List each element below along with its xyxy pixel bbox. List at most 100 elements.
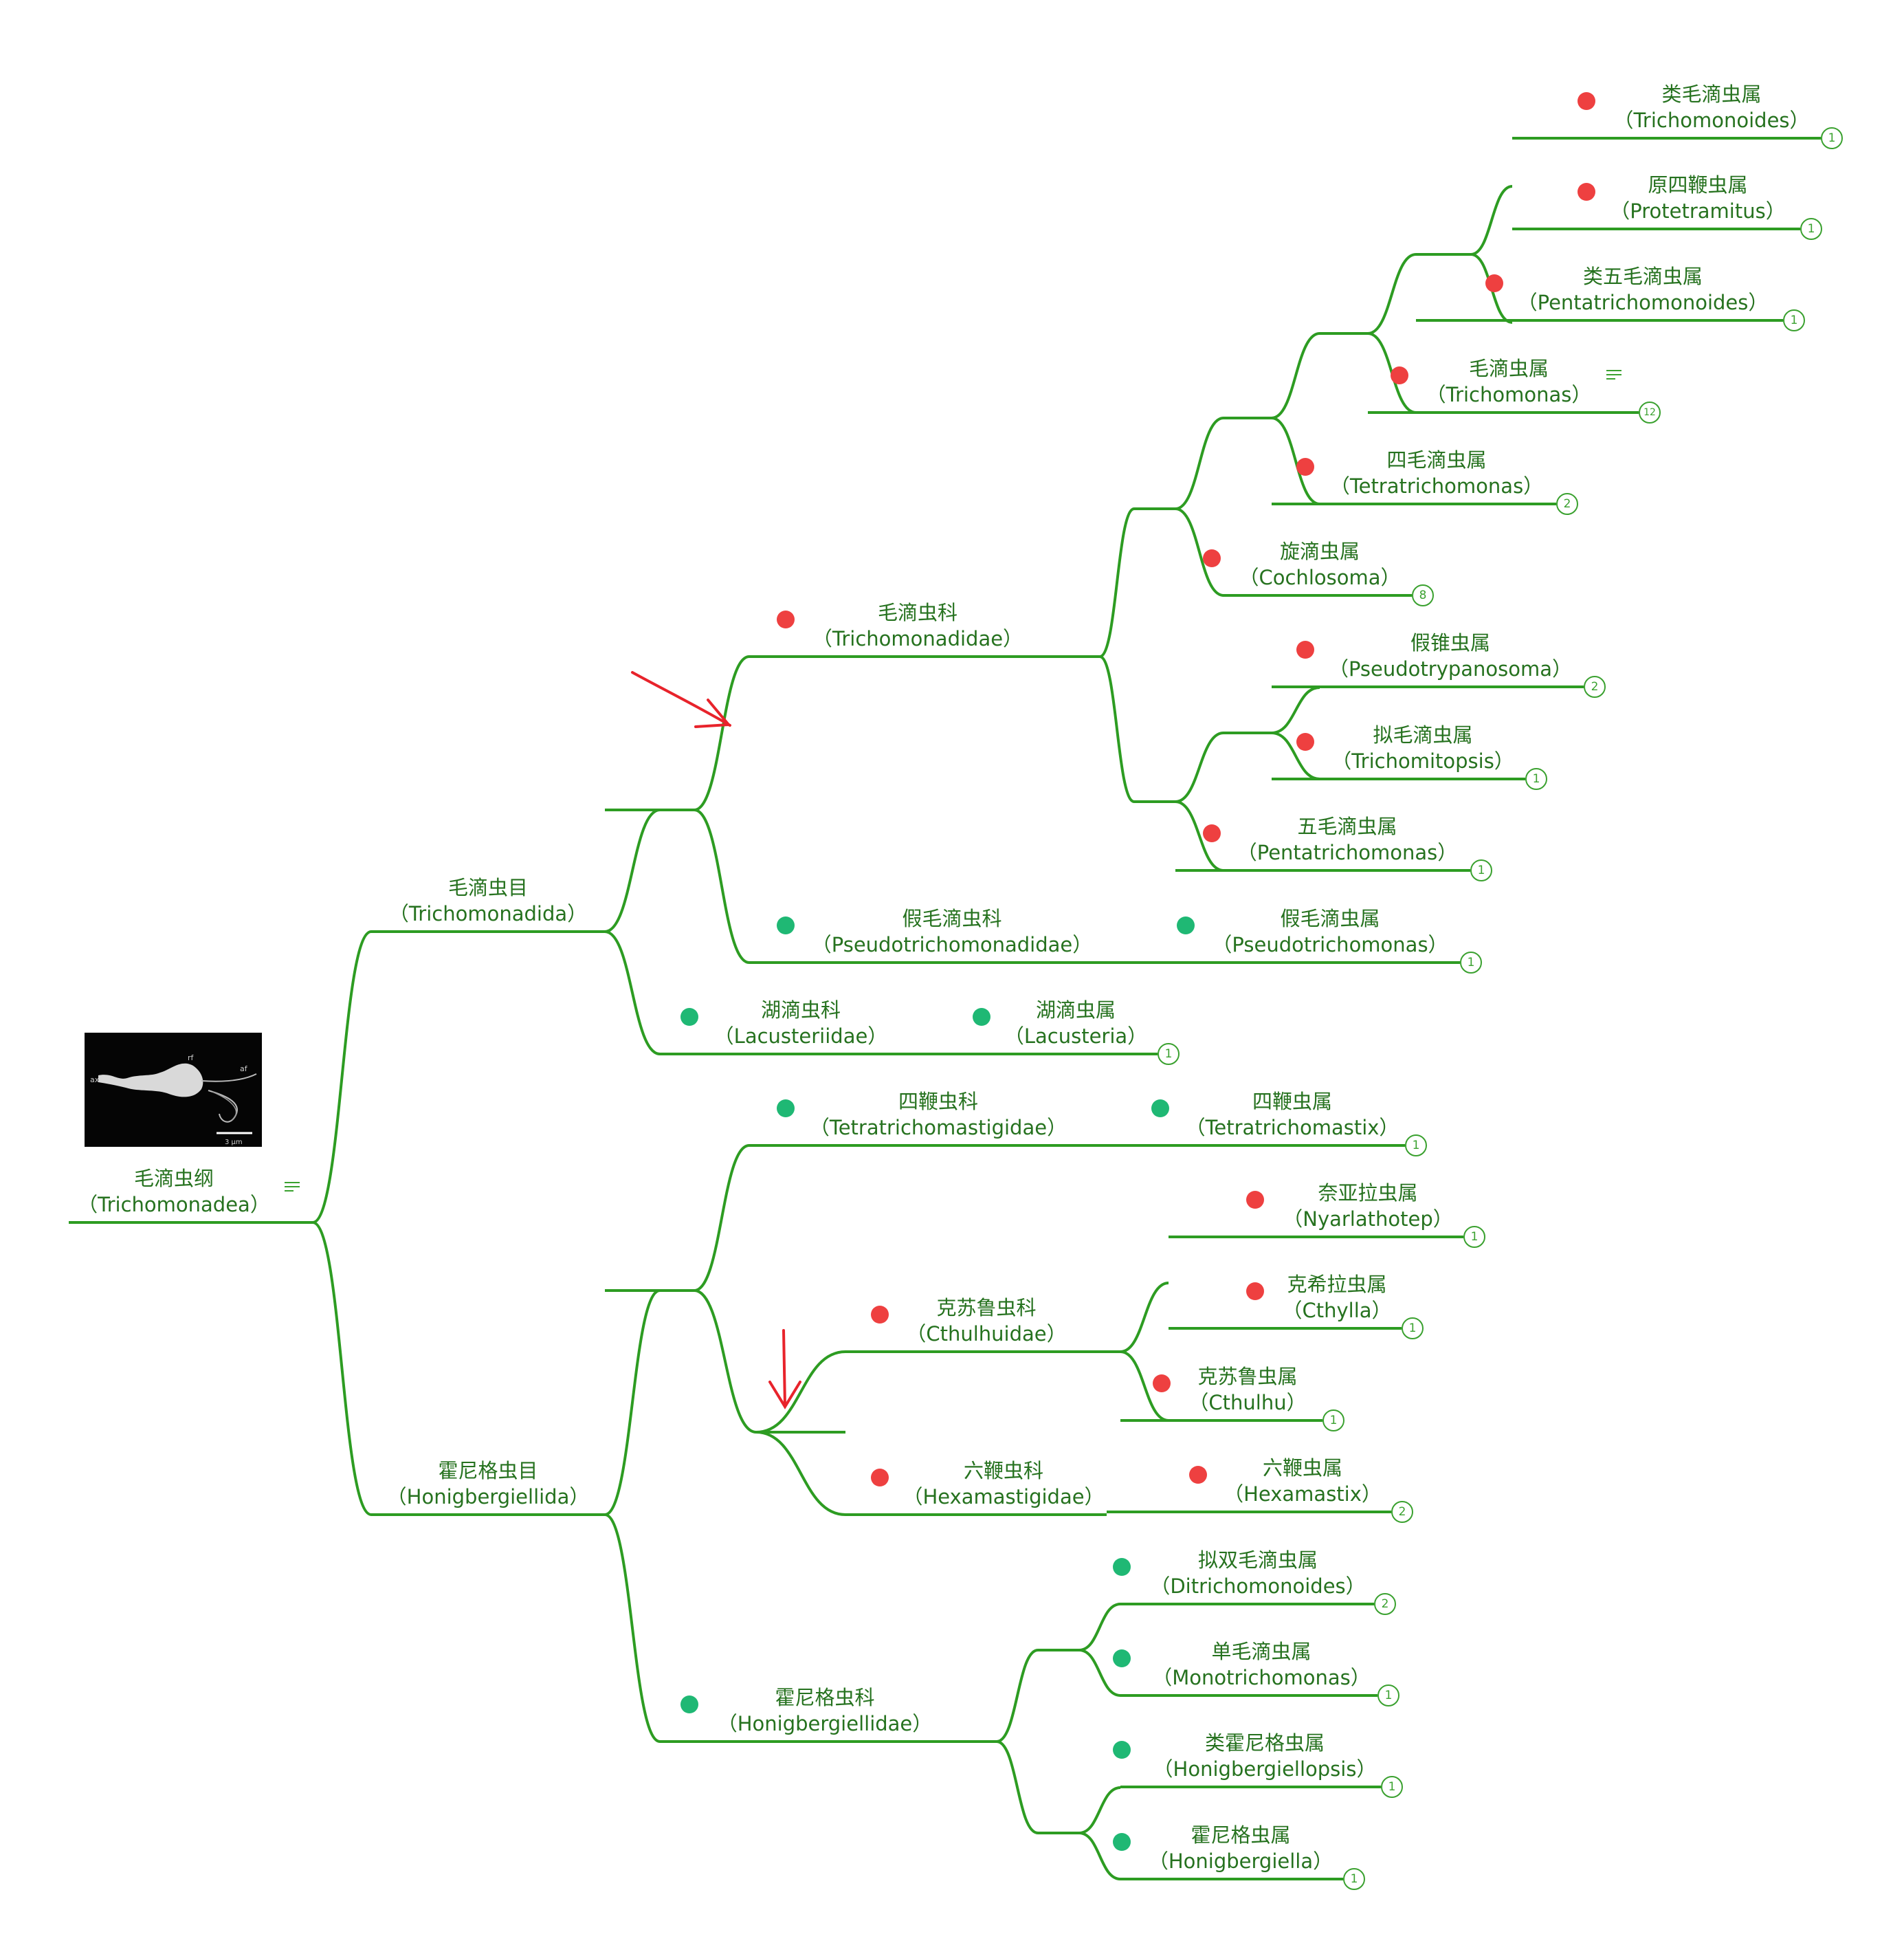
count-badge[interactable]: 1 — [1463, 1226, 1485, 1248]
count-badge[interactable]: 2 — [1374, 1593, 1396, 1615]
genus-15-label[interactable]: 六鞭虫属（Hexamastix） — [1224, 1455, 1382, 1507]
latin-name: （Honigbergiellidae） — [717, 1712, 933, 1735]
note-icon[interactable] — [1606, 370, 1621, 380]
genus-2-label[interactable]: 类五毛滴虫属（Pentatrichomonoides） — [1518, 263, 1769, 316]
genus-1-label[interactable]: 原四鞭虫属（Protetramitus） — [1610, 172, 1785, 224]
branch-connector — [1271, 417, 1320, 505]
chinese-name: 旋滴虫属 — [1279, 540, 1360, 563]
genus-14-label[interactable]: 克苏鲁虫属（Cthulhu） — [1188, 1363, 1306, 1416]
family-3-label[interactable]: 四鞭虫科（Tetratrichomastigidae） — [810, 1088, 1067, 1141]
count-badge[interactable]: 1 — [1470, 859, 1492, 881]
family-1-label[interactable]: 假毛滴虫科（Pseudotrichomonadidae） — [812, 905, 1093, 958]
chinese-name: 六鞭虫属 — [1262, 1456, 1343, 1480]
branch-connector — [694, 1144, 750, 1292]
branch-connector — [1120, 1350, 1169, 1422]
count-badge[interactable]: 1 — [1377, 1684, 1399, 1706]
count-badge[interactable]: 1 — [1405, 1134, 1427, 1156]
family-6-label[interactable]: 霍尼格虫科（Honigbergiellidae） — [718, 1684, 933, 1737]
genus-19-label[interactable]: 霍尼格虫属（Honigbergiella） — [1149, 1822, 1333, 1874]
genus-17-label[interactable]: 单毛滴虫属（Monotrichomonas） — [1152, 1638, 1371, 1691]
latin-name: （Cochlosoma） — [1239, 566, 1401, 589]
latin-name: （Cthulhuidae） — [906, 1322, 1067, 1346]
count-badge[interactable]: 1 — [1460, 952, 1482, 974]
green-marker-dot — [1151, 1099, 1169, 1117]
branch-connector — [755, 1350, 846, 1434]
family-5-label[interactable]: 六鞭虫科（Hexamastigidae） — [903, 1458, 1104, 1510]
note-icon[interactable] — [285, 1182, 300, 1192]
red-marker-dot — [1189, 1466, 1207, 1484]
genus-8-label[interactable]: 五毛滴虫属 （Pentatrichomonas） — [1237, 813, 1458, 866]
latin-name: （Trichomonadidae） — [812, 627, 1023, 650]
genus-18-label[interactable]: 类霍尼格虫属（Honigbergiellopsis） — [1153, 1730, 1377, 1782]
count-badge[interactable]: 1 — [1402, 1317, 1424, 1339]
green-marker-dot — [1113, 1741, 1131, 1759]
genus-11-label[interactable]: 四鞭虫属（Tetratrichomastix） — [1186, 1088, 1399, 1141]
scale-bar-label: 3 μm — [225, 1139, 243, 1146]
count-badge[interactable]: 1 — [1322, 1409, 1344, 1431]
count-badge[interactable]: 1 — [1343, 1868, 1365, 1890]
latin-name: （Lacusteriidae） — [713, 1024, 888, 1048]
genus-3-label[interactable]: 毛滴虫属（Trichomonas） — [1426, 355, 1592, 408]
latin-name: （Honigbergiellopsis） — [1153, 1757, 1377, 1781]
branch-connector — [1175, 507, 1224, 597]
branch-connector — [1078, 1603, 1121, 1651]
order-1-label[interactable]: 霍尼格虫目（Honigbergiellida） — [387, 1458, 590, 1510]
count-badge[interactable]: 12 — [1639, 402, 1661, 424]
genus-0-label[interactable]: 类毛滴虫属（Trichomonoides） — [1613, 81, 1809, 133]
count-badge[interactable]: 1 — [1525, 768, 1547, 790]
count-badge[interactable]: 1 — [1800, 218, 1822, 240]
branch-connector — [1367, 253, 1417, 335]
genus-13-label[interactable]: 克希拉虫属（Cthylla） — [1282, 1271, 1391, 1324]
genus-7-label[interactable]: 拟毛滴虫属（Trichomitopsis） — [1331, 722, 1514, 774]
count-badge[interactable]: 1 — [1821, 127, 1843, 149]
red-marker-dot — [1296, 641, 1314, 659]
branch-connector — [312, 1221, 372, 1516]
family-0-label[interactable]: 毛滴虫科 （Trichomonadidae） — [812, 600, 1023, 652]
genus-12-label[interactable]: 奈亚拉虫属（Nyarlathotep） — [1283, 1180, 1453, 1232]
branch-connector — [1120, 1282, 1169, 1353]
latin-name: （Trichomonas） — [1426, 383, 1592, 406]
chinese-name: 假锥虫属 — [1410, 631, 1490, 655]
count-badge[interactable]: 2 — [1584, 676, 1606, 698]
latin-name: （Ditrichomonoides） — [1150, 1574, 1366, 1598]
count-badge[interactable]: 8 — [1412, 584, 1434, 606]
count-badge[interactable]: 1 — [1381, 1776, 1403, 1798]
order-0-label[interactable]: 毛滴虫目（Trichomonadida） — [389, 875, 587, 927]
specimen-label-rf: rf — [188, 1053, 195, 1062]
latin-name: （Trichomonadea） — [78, 1193, 270, 1216]
count-badge[interactable]: 2 — [1391, 1501, 1413, 1523]
genus-9-label[interactable]: 假毛滴虫属（Pseudotrichomonas） — [1212, 905, 1448, 958]
red-marker-dot — [1391, 366, 1408, 384]
green-marker-dot — [777, 1099, 795, 1117]
latin-name: （Honigbergiella） — [1148, 1849, 1333, 1873]
count-badge[interactable]: 1 — [1783, 309, 1805, 331]
genus-16-label[interactable]: 拟双毛滴虫属（Ditrichomonoides） — [1150, 1547, 1365, 1599]
chinese-name: 五毛滴虫属 — [1297, 815, 1397, 838]
genus-10-label[interactable]: 湖滴虫属（Lacusteria） — [1004, 997, 1147, 1049]
chinese-name: 毛滴虫科 — [877, 601, 958, 624]
latin-name: （Cthulhu） — [1188, 1391, 1307, 1414]
latin-name: （Pseudotrypanosoma） — [1328, 657, 1573, 681]
chinese-name: 单毛滴虫属 — [1211, 1640, 1311, 1663]
branch-connector — [1175, 800, 1224, 872]
latin-name: （Pentatrichomonas） — [1237, 841, 1458, 864]
red-marker-dot — [1578, 183, 1595, 201]
chinese-name: 四鞭虫属 — [1252, 1090, 1332, 1113]
red-marker-dot — [1203, 549, 1221, 567]
latin-name: （Protetramitus） — [1610, 199, 1786, 223]
red-marker-dot — [871, 1469, 889, 1486]
branch-connector — [694, 655, 750, 811]
genus-4-label[interactable]: 四毛滴虫属（Tetratrichomonas） — [1330, 447, 1543, 499]
family-2-label[interactable]: 湖滴虫科（Lacusteriidae） — [714, 997, 888, 1049]
count-badge[interactable]: 2 — [1556, 493, 1578, 515]
red-marker-dot — [1296, 458, 1314, 476]
genus-6-label[interactable]: 假锥虫属（Pseudotrypanosoma） — [1329, 630, 1572, 682]
chinese-name: 拟毛滴虫属 — [1373, 723, 1473, 747]
branch-connector — [1271, 332, 1320, 419]
family-4-label[interactable]: 克苏鲁虫科（Cthulhuidae） — [906, 1295, 1066, 1347]
count-badge[interactable]: 1 — [1158, 1043, 1180, 1065]
branch-connector — [1175, 732, 1224, 803]
root-label[interactable]: 毛滴虫纲（Trichomonadea） — [78, 1165, 270, 1218]
genus-5-label[interactable]: 旋滴虫属 （Cochlosoma） — [1239, 538, 1401, 591]
red-marker-dot — [1203, 824, 1221, 842]
